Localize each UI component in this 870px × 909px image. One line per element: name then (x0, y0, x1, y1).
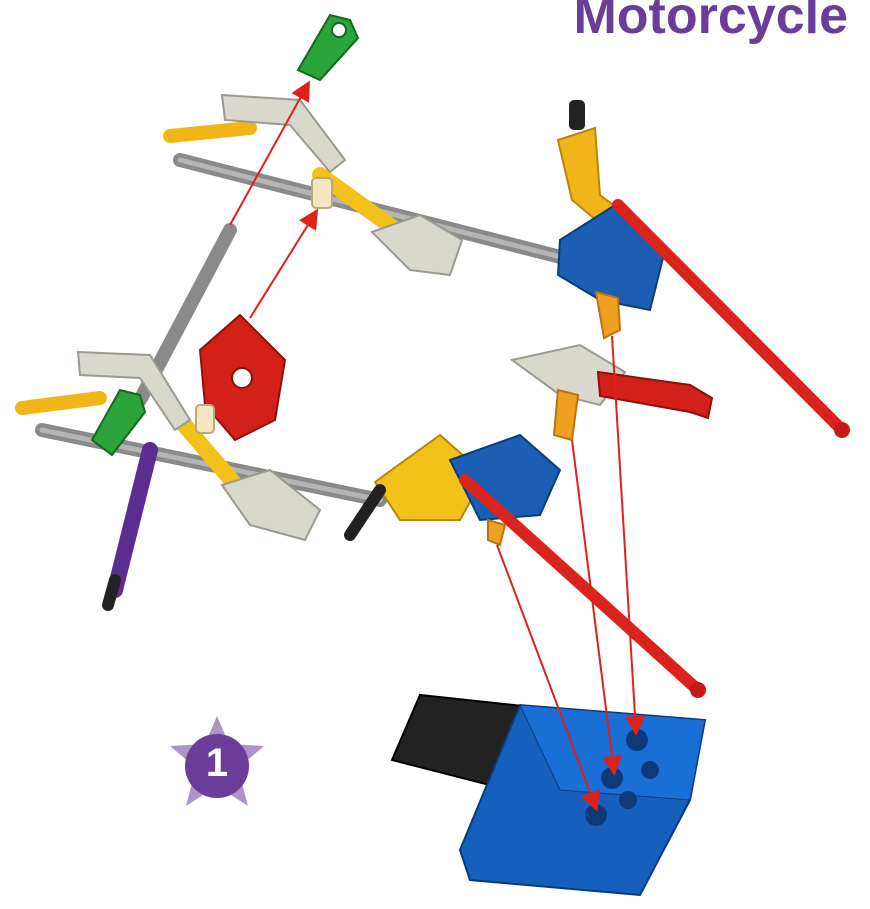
beige-connector-upper (312, 178, 332, 208)
black-end-cap-upper (569, 100, 585, 130)
base-plate (392, 695, 705, 895)
blue-connector-upper (558, 205, 665, 310)
yellow-rod-upper (170, 128, 250, 136)
black-rod-end-lower-left (108, 580, 115, 605)
base-hole (619, 791, 637, 809)
base-hole (601, 767, 623, 789)
purple-rod (115, 450, 150, 590)
orange-hinge-middle (554, 390, 578, 440)
step-number: 1 (166, 738, 268, 788)
assembly-arrow-icon (250, 212, 316, 318)
orange-hinge-upper (596, 292, 620, 338)
middle-right-parts (512, 345, 712, 440)
yellow-rod-lower (22, 398, 100, 408)
beige-connector-lower (196, 405, 214, 433)
green-clip-top (298, 15, 358, 80)
lower-frame-assembly (22, 352, 706, 698)
base-hole (641, 761, 659, 779)
base-hole (626, 729, 648, 751)
orange-hinge-lower (488, 520, 505, 545)
